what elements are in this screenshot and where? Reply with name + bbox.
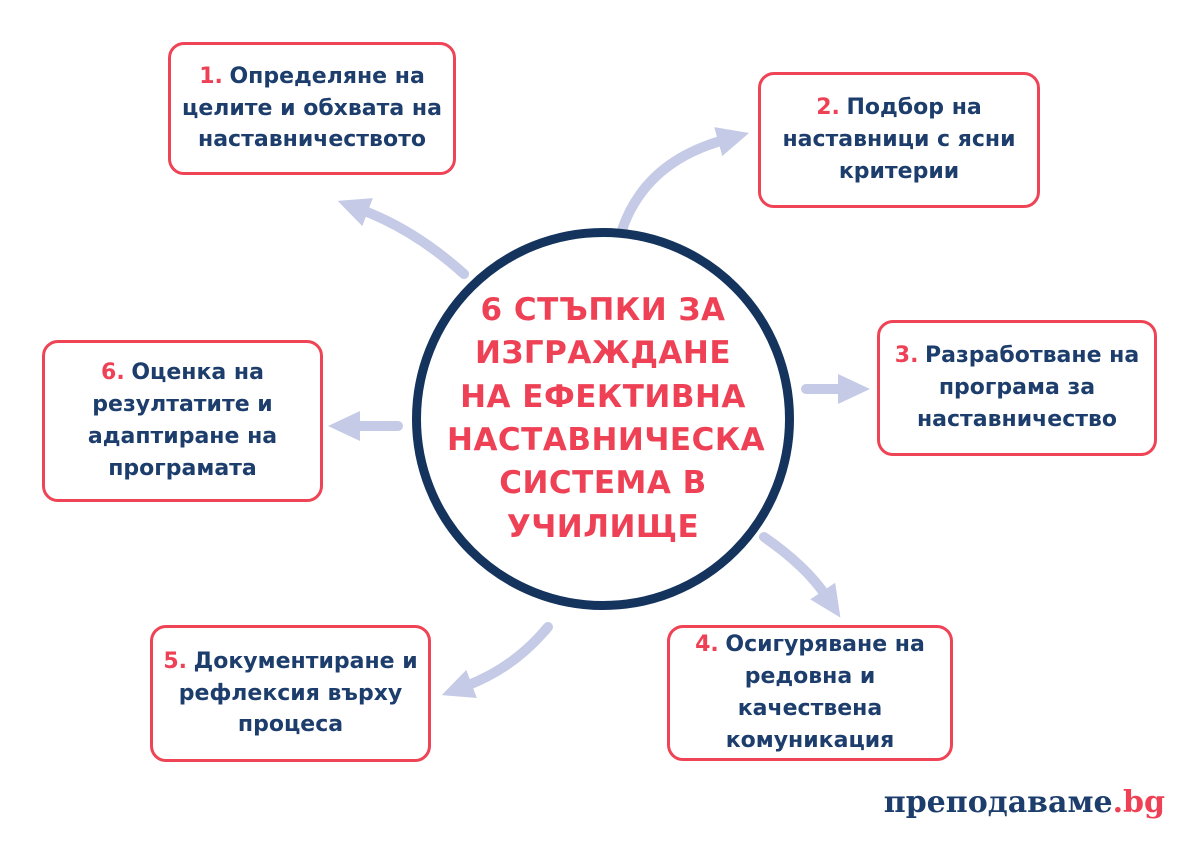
step-label-2: Подбор на наставници с ясни критерии [782, 95, 1016, 184]
step-box-5: 5.Документиране и рефлексия върху процес… [150, 625, 431, 762]
step-text-6: 6.Оценка на резултатите и адаптиране на … [55, 357, 310, 485]
logo-tld: .bg [1112, 785, 1165, 820]
step-box-6: 6.Оценка на резултатите и адаптиране на … [42, 340, 323, 502]
logo-name: преподаваме [883, 785, 1113, 820]
curved-arrow-up-left-icon [337, 198, 469, 279]
step-number-4: 4. [695, 632, 719, 658]
step-label-1: Определяне на целите и обхвата на настав… [182, 63, 442, 153]
step-number-1: 1. [199, 63, 223, 89]
step-number-5: 5. [163, 648, 188, 674]
step-number-3: 3. [894, 343, 919, 369]
curved-arrow-down-left-icon [441, 622, 553, 698]
step-box-3: 3.Разработване на програма за наставниче… [877, 320, 1157, 456]
step-label-6: Оценка на резултатите и адаптиране на пр… [87, 360, 278, 481]
step-box-1: 1.Определяне на целите и обхвата на наст… [168, 42, 456, 175]
step-number-2: 2. [816, 95, 840, 121]
step-text-2: 2.Подбор на наставници с ясни критерии [771, 92, 1027, 188]
step-text-1: 1.Определяне на целите и обхвата на наст… [181, 61, 443, 157]
step-number-6: 6. [101, 360, 125, 386]
step-box-4: 4.Осигуряване на редовна и качествена ко… [667, 625, 953, 761]
curved-arrow-down-right-icon [759, 532, 841, 618]
step-text-5: 5.Документиране и рефлексия върху процес… [163, 646, 418, 742]
prepodavame-bg-logo: преподаваме.bg [884, 785, 1165, 820]
step-text-4: 4.Осигуряване на редовна и качествена ко… [680, 629, 940, 757]
diagram-title: 6 СТЪПКИ ЗА ИЗГРАЖДАНЕ НА ЕФЕКТИВНА НАСТ… [447, 291, 766, 545]
step-label-5: Документиране и рефлексия върху процеса [178, 648, 418, 738]
step-label-3: Разработване на програма за наставничест… [916, 343, 1140, 432]
step-text-3: 3.Разработване на програма за наставниче… [890, 340, 1144, 436]
curved-arrow-up-right-icon [617, 127, 750, 235]
step-label-4: Осигуряване на редовна и качествена кому… [725, 632, 925, 753]
step-box-2: 2.Подбор на наставници с ясни критерии [758, 72, 1040, 208]
center-circle: 6 СТЪПКИ ЗА ИЗГРАЖДАНЕ НА ЕФЕКТИВНА НАСТ… [412, 228, 794, 610]
